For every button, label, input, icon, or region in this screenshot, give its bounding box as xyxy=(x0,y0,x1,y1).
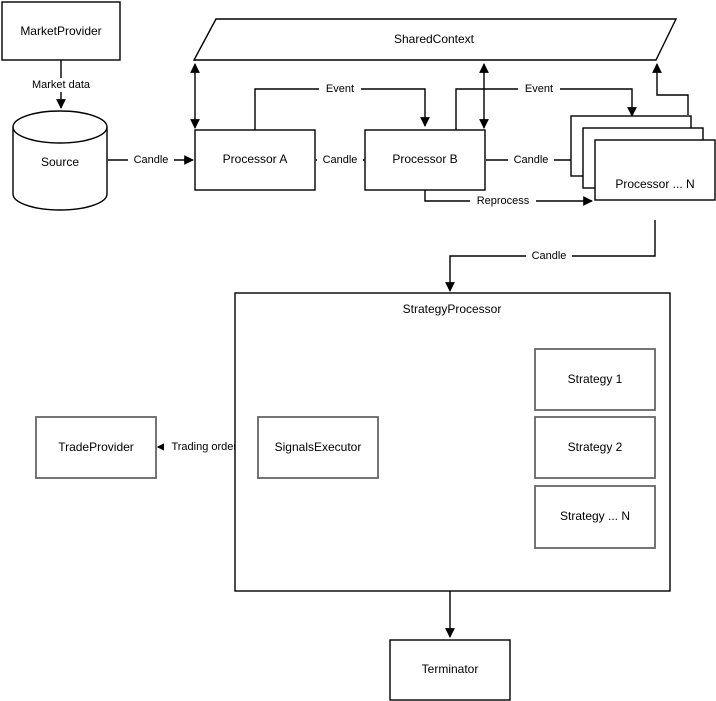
node-label-signals-executor: SignalsExecutor xyxy=(275,440,362,454)
edge-context-processor-n xyxy=(652,63,689,115)
edge-label-reprocess-b-n: Reprocess xyxy=(477,195,530,207)
node-processor-a[interactable]: Processor A xyxy=(194,129,316,191)
node-label-market-provider: MarketProvider xyxy=(20,24,101,38)
node-label-processor-a: Processor A xyxy=(223,152,288,166)
node-label-trade-provider: TradeProvider xyxy=(58,440,134,454)
node-label-terminator: Terminator xyxy=(422,662,479,676)
node-label-strategy-processor: StrategyProcessor xyxy=(403,302,502,316)
node-shared-context[interactable]: SharedContext xyxy=(192,18,678,61)
node-label-processor-n: Processor ... N xyxy=(615,177,694,191)
edge-candle-n-strategy: Candle xyxy=(445,220,656,292)
edge-candle-source-a: Candle xyxy=(108,153,194,167)
node-label-strategy-2: Strategy 2 xyxy=(568,440,623,454)
node-label-processor-b: Processor B xyxy=(392,152,457,166)
edge-trading-orders: Trading orders xyxy=(156,440,258,454)
edge-event-b-n: Event xyxy=(455,82,637,130)
node-label-source: Source xyxy=(41,155,79,169)
node-processor-b[interactable]: Processor B xyxy=(364,129,486,191)
edge-label-candle-source-a: Candle xyxy=(134,154,169,166)
edge-label-candle-n-strategy: Candle xyxy=(532,250,567,262)
node-strategy-n[interactable]: Strategy ... N xyxy=(534,485,656,549)
edge-label-candle-a-b: Candle xyxy=(323,154,358,166)
node-label-shared-context: SharedContext xyxy=(394,32,475,46)
node-strategy-1[interactable]: Strategy 1 xyxy=(534,348,656,411)
edge-candle-a-b: Candle xyxy=(316,153,365,167)
edge-label-candle-b-n: Candle xyxy=(514,154,549,166)
edge-market-data: Market data xyxy=(24,60,98,109)
node-market-provider[interactable]: MarketProvider xyxy=(1,1,121,61)
edge-label-event-a-b: Event xyxy=(326,83,354,95)
node-source[interactable]: Source xyxy=(12,110,108,211)
node-trade-provider[interactable]: TradeProvider xyxy=(35,416,157,479)
node-label-strategy-1: Strategy 1 xyxy=(568,372,623,386)
node-label-strategy-n: Strategy ... N xyxy=(560,509,630,523)
node-terminator[interactable]: Terminator xyxy=(389,639,511,701)
node-strategy-2[interactable]: Strategy 2 xyxy=(534,416,656,479)
edge-reprocess-b-n: Reprocess xyxy=(424,190,593,208)
edge-label-market-data: Market data xyxy=(32,79,91,91)
node-signals-executor[interactable]: SignalsExecutor xyxy=(257,416,379,479)
edge-event-a-b: Event xyxy=(254,82,430,130)
node-processor-n[interactable]: Processor ... N xyxy=(570,115,716,201)
edge-label-event-b-n: Event xyxy=(525,83,553,95)
edge-label-trading-orders: Trading orders xyxy=(171,441,243,453)
